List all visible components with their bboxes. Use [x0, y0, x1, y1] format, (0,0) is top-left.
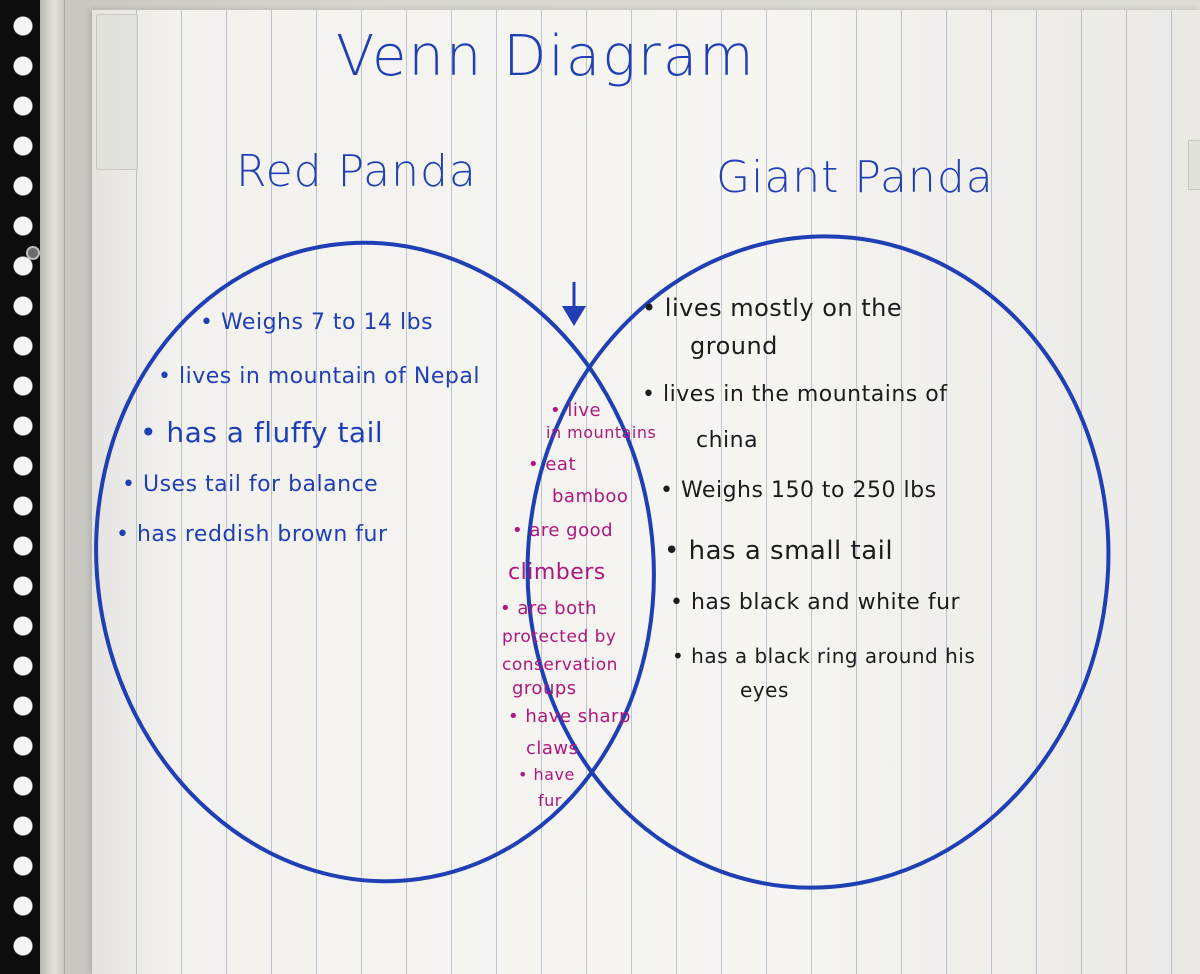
- shared-item: • are both: [500, 598, 598, 619]
- right-item: • lives mostly on the: [642, 294, 903, 322]
- right-item: • has a black ring around his: [672, 644, 976, 668]
- polka-dot-wall: [0, 0, 46, 974]
- left-item: • Weighs 7 to 14 lbs: [200, 310, 434, 335]
- shared-item: groups: [512, 678, 577, 699]
- right-item: ground: [690, 332, 778, 360]
- left-heading: Red Panda: [236, 146, 477, 197]
- right-item: china: [696, 428, 759, 453]
- shared-item: in mountains: [546, 423, 657, 442]
- shared-item: • are good: [512, 520, 614, 541]
- down-arrow-icon: [562, 282, 586, 326]
- shared-item: conservation: [502, 655, 618, 675]
- tape-strip-right: [1188, 140, 1200, 190]
- shared-item: • have sharp: [508, 706, 631, 727]
- shared-item: • live: [550, 400, 602, 421]
- shared-item: protected by: [502, 627, 617, 647]
- right-item: • has a small tail: [664, 536, 894, 566]
- page-title: Venn Diagram: [336, 24, 756, 89]
- right-item: • has black and white fur: [670, 590, 961, 615]
- frame-rail: [40, 0, 65, 974]
- right-item: • Weighs 150 to 250 lbs: [660, 478, 937, 503]
- right-item: • lives in the mountains of: [642, 382, 948, 407]
- shared-item: • eat: [528, 454, 577, 475]
- left-item: • has reddish brown fur: [116, 522, 388, 547]
- chart-paper: [92, 10, 1200, 974]
- tape-strip: [96, 14, 138, 170]
- shared-item: claws: [526, 738, 579, 759]
- right-heading: Giant Panda: [716, 152, 994, 203]
- left-item: • has a fluffy tail: [140, 416, 384, 449]
- shared-item: fur: [538, 791, 562, 810]
- right-circle: [525, 234, 1111, 890]
- shared-item: climbers: [508, 560, 606, 585]
- left-item: • Uses tail for balance: [122, 472, 379, 497]
- shared-item: bamboo: [552, 486, 629, 507]
- left-item: • lives in mountain of Nepal: [158, 364, 480, 389]
- shared-item: • have: [518, 765, 575, 784]
- right-item: eyes: [740, 678, 789, 702]
- push-pin: [28, 248, 38, 258]
- left-circle: [94, 240, 656, 884]
